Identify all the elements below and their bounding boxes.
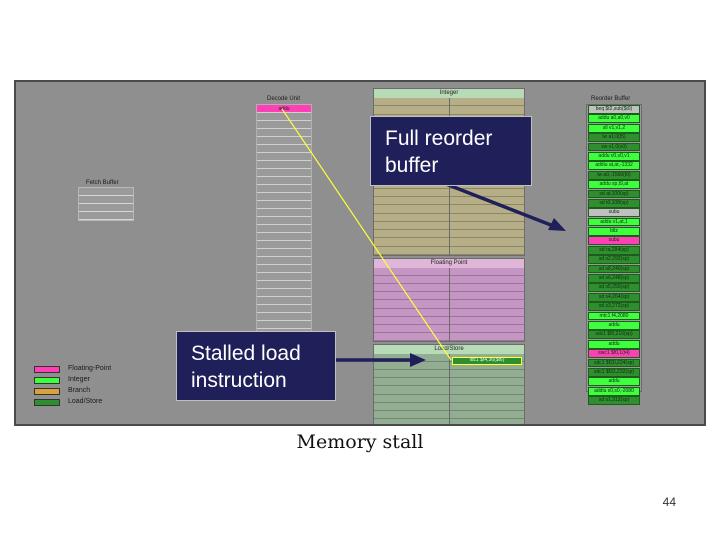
floating-point-unit-body (374, 268, 524, 341)
reorder-buffer-entry: sd ra,284(sp) (588, 245, 640, 255)
reorder-buffer-entry: beq $t2,sub($t0) (588, 105, 640, 114)
legend-label: Branch (68, 387, 91, 394)
reorder-buffer-entry: sd s6,248(sp) (588, 274, 640, 283)
reorder-buffer-entry: addu (588, 377, 640, 387)
floating-point-unit: Floating Point (373, 258, 525, 342)
reorder-buffer-entry: addu a0,a0,v0 (588, 114, 640, 124)
reorder-buffer-entry: sd s5,256(sp) (588, 283, 640, 293)
reorder-buffer-entry: addu v1,at,1 (588, 217, 640, 227)
reorder-buffer-entry: sd s2,292(sp) (588, 255, 640, 265)
load-store-unit: Load/Store ldc1 $f4,36($t6) (373, 344, 525, 424)
legend-swatch (34, 399, 60, 406)
full-reorder-buffer-callout: Full reorder buffer (370, 116, 532, 186)
fetch-buffer-label: Fetch Buffer (86, 180, 119, 186)
legend-swatch (34, 366, 60, 373)
processor-simulation-screenshot: Fetch Buffer Decode Unit addu Integer Fl… (14, 80, 706, 426)
reorder-buffer-entry: swc1 $f0,1(t4) (588, 349, 640, 358)
legend-label: Load/Store (68, 398, 103, 405)
reorder-buffer-entry: sd s1,312(sp) (588, 396, 640, 405)
reorder-buffer-entry: lw a0,-1560(t0) (588, 170, 640, 180)
legend-swatch (34, 377, 60, 384)
legend-swatch (34, 388, 60, 395)
stalled-load-entry: ldc1 $f4,36($t6) (452, 357, 522, 365)
figure-caption: Memory stall (296, 431, 424, 453)
integer-unit-label: Integer (374, 89, 524, 98)
legend-label: Floating-Point (68, 365, 112, 372)
reorder-buffer-entry: subu (588, 236, 640, 246)
load-store-unit-label: Load/Store (374, 345, 524, 354)
reorder-buffer-entry: sdc1 $f20,224(sp) (588, 358, 640, 368)
reorder-buffer-entry: addiu at,at,-1332 (588, 161, 640, 171)
reorder-buffer-entry: addu (588, 339, 640, 349)
reorder-buffer-entry: sd t0,108(sp) (588, 198, 640, 208)
reorder-buffer-entry: sd s4,264(sp) (588, 292, 640, 302)
reorder-buffer-entry: bltz (588, 227, 640, 236)
decode-unit: addu (256, 104, 312, 342)
reorder-buffer-entry: addu v0,v0,v1 (588, 151, 640, 161)
page-number: 44 (662, 495, 676, 509)
decode-unit-label: Decode Unit (267, 96, 301, 102)
stalled-load-callout: Stalled load instruction (176, 331, 336, 401)
reorder-buffer-entry: lw a1,0(t5) (588, 133, 640, 142)
reorder-buffer-entry: addu sp,t9,at (588, 180, 640, 189)
reorder-buffer-label: Reorder Buffer (591, 96, 631, 102)
decode-head-entry: addu (257, 105, 311, 113)
reorder-buffer-entry: mtc1 f4,2080 (588, 311, 640, 321)
reorder-buffer-entry: sd at,100(sp) (588, 189, 640, 199)
legend-label: Integer (68, 376, 90, 383)
fetch-buffer (78, 187, 134, 221)
reorder-buffer-entry: addu (588, 320, 640, 330)
reorder-buffer-entry: addiu s0,s0,-2080 (588, 386, 640, 396)
reorder-buffer-entry: sd s8,240(sp) (588, 264, 640, 274)
reorder-buffer-entry: sd s3,272(sp) (588, 302, 640, 311)
reorder-buffer-entry: sll v1,v1,2 (588, 123, 640, 133)
load-store-unit-body (374, 354, 524, 424)
reorder-buffer-entry: sw v1,0(s0) (588, 142, 640, 152)
reorder-buffer-entry: sdc1 $f22,232(sp) (588, 367, 640, 377)
reorder-buffer-entry: subu (588, 208, 640, 218)
floating-point-unit-label: Floating Point (374, 259, 524, 268)
reorder-buffer-entry: sdc1 $f0,216(sp) (588, 330, 640, 340)
